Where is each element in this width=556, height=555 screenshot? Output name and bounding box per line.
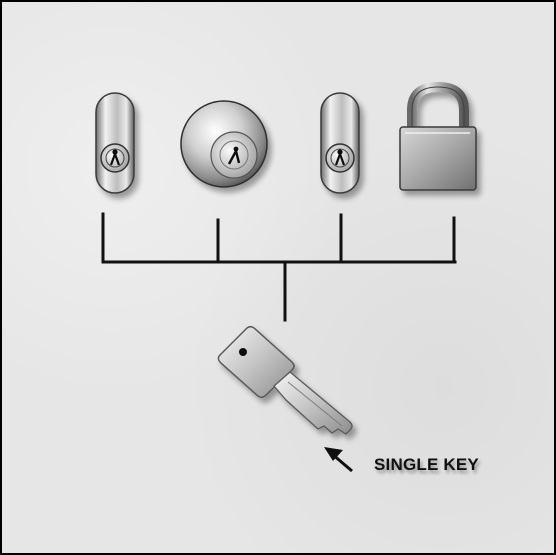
arrow-pointer-icon bbox=[324, 447, 352, 471]
deadbolt-cylinder-lock-icon bbox=[181, 101, 267, 187]
padlock-icon bbox=[400, 87, 476, 190]
connector-lines bbox=[103, 214, 455, 320]
mortise-cylinder-lock-icon bbox=[321, 93, 359, 193]
mortise-cylinder-lock-icon bbox=[96, 93, 134, 193]
single-key-label: SINGLE KEY bbox=[374, 455, 479, 475]
key-icon bbox=[218, 327, 352, 434]
